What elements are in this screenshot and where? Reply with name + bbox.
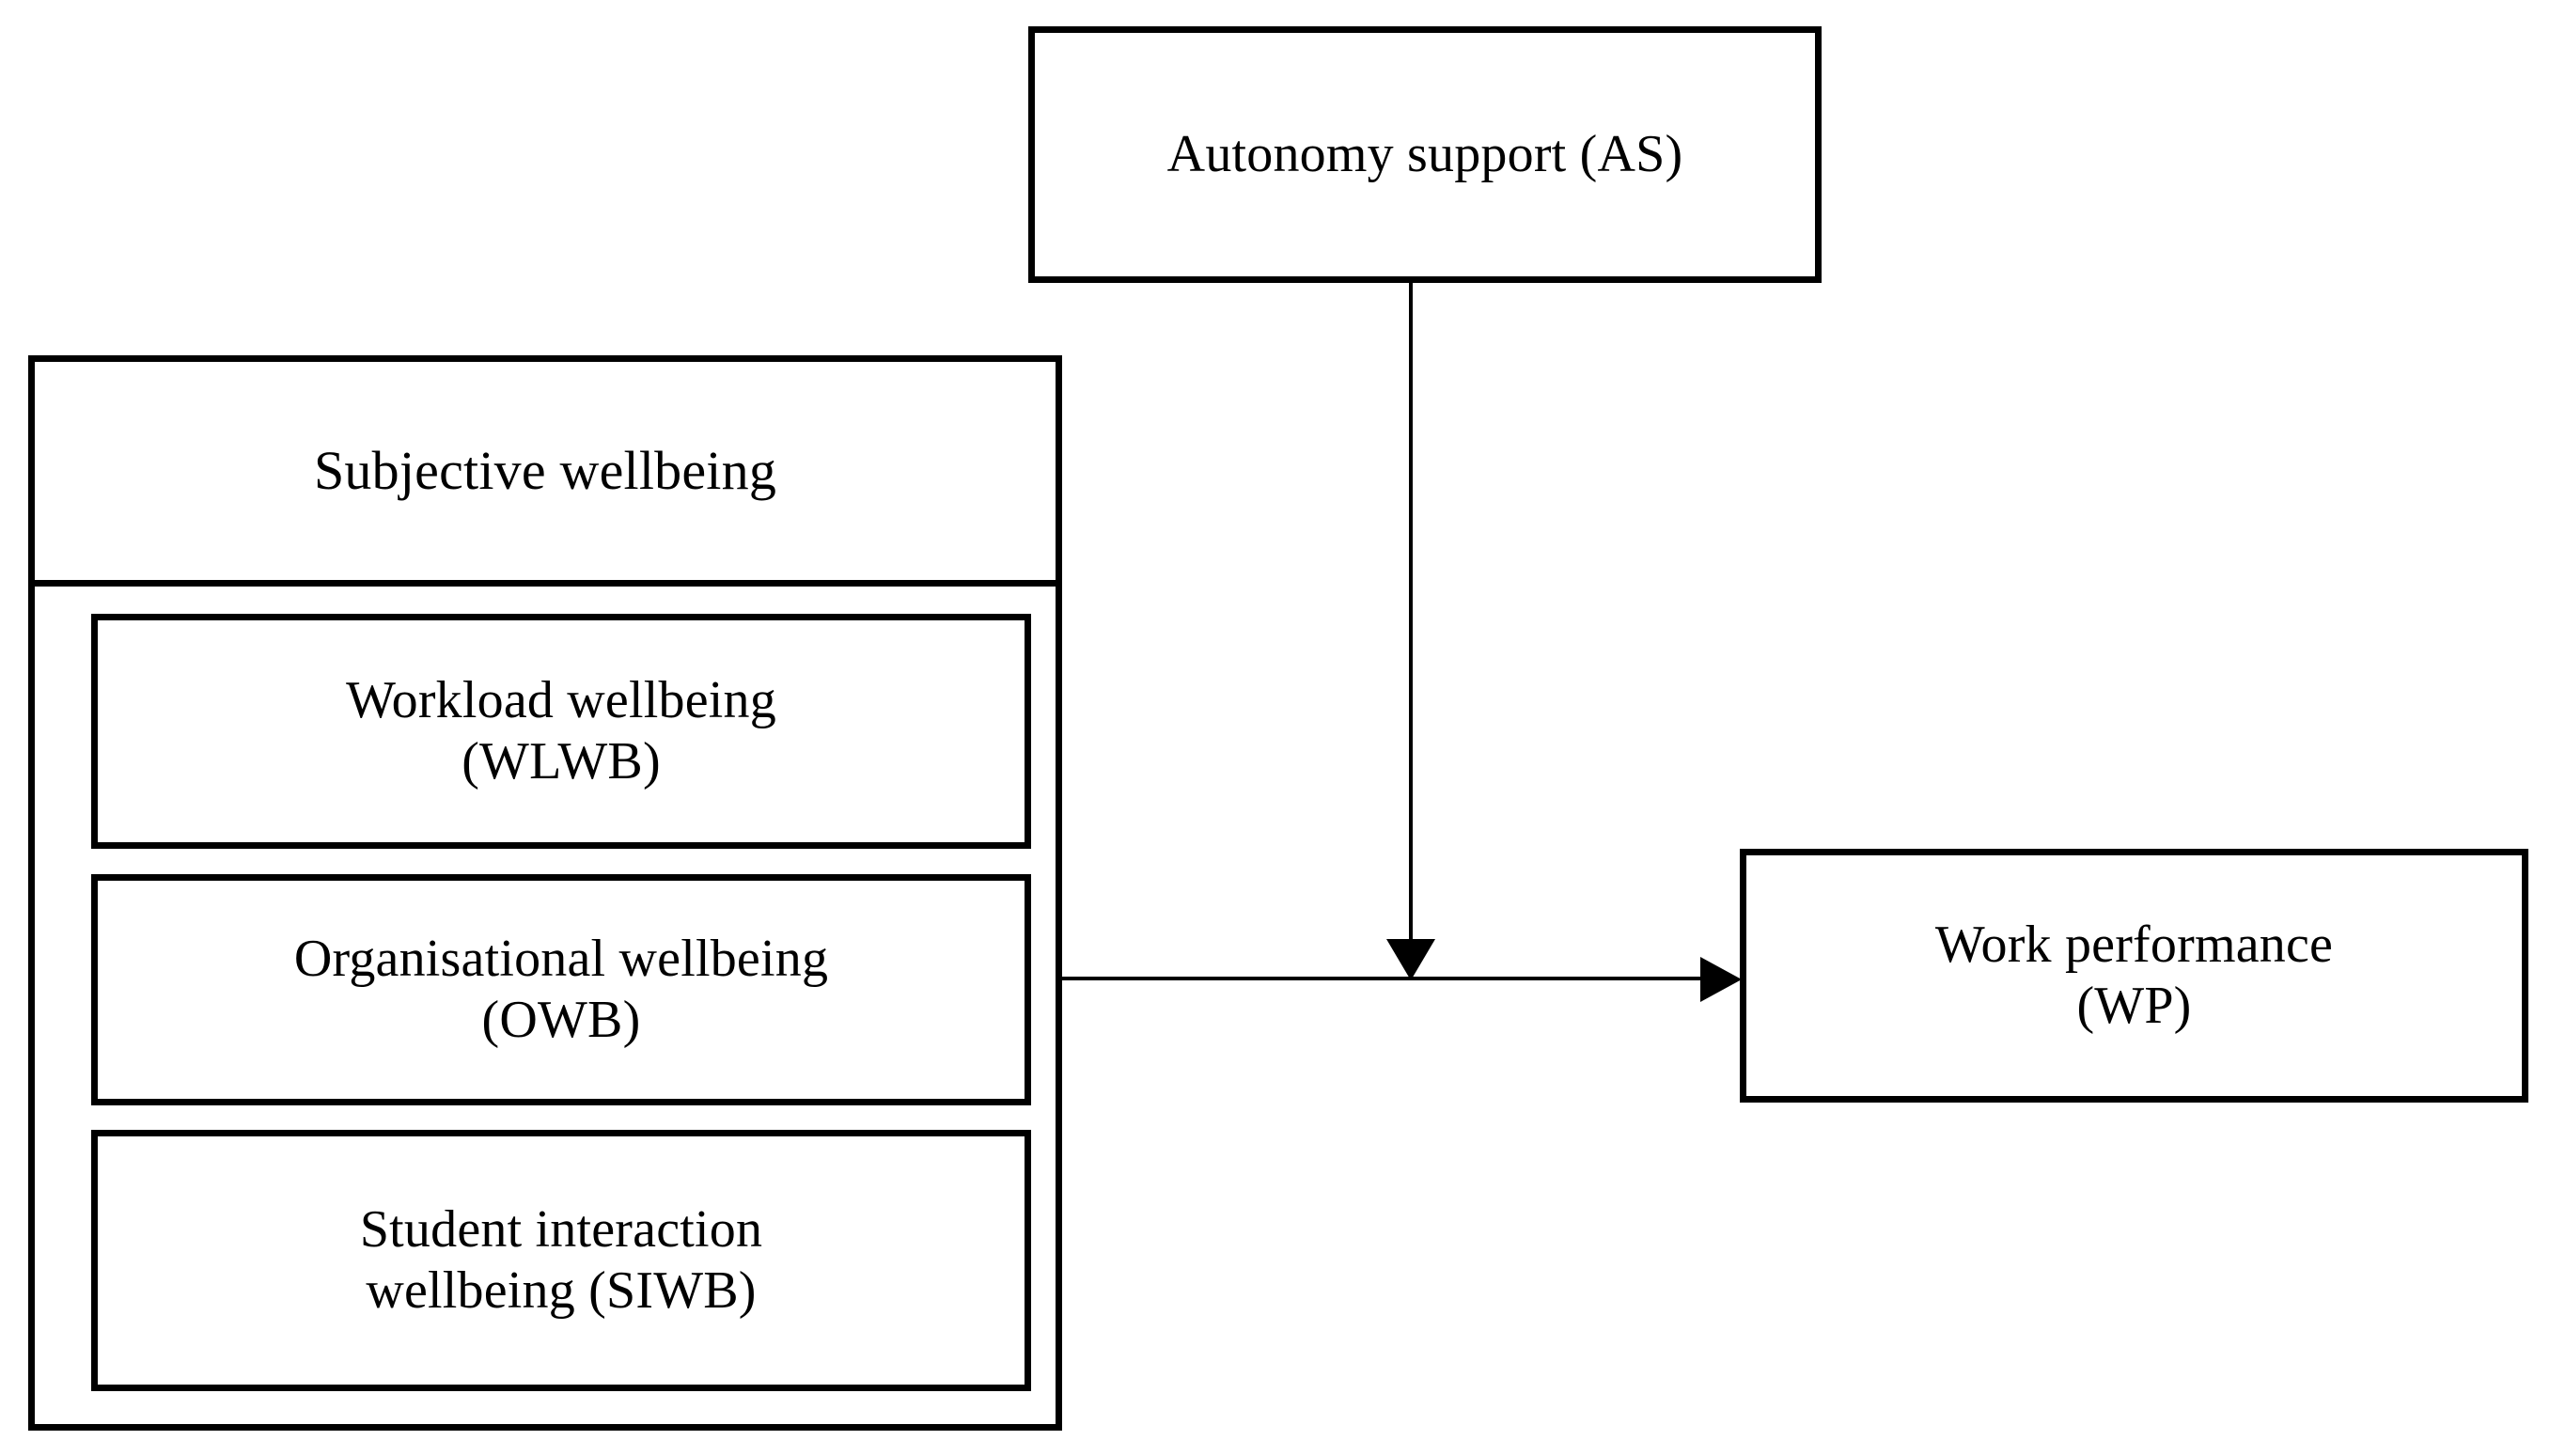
node-student-interaction-wellbeing: Student interaction wellbeing (SIWB) [91, 1130, 1031, 1391]
node-subjective-wellbeing-header: Subjective wellbeing [35, 362, 1056, 587]
edge-subjective-wellbeing-to-work-performance-line [1062, 977, 1712, 980]
edge-autonomy-support-to-work-performance-line [1409, 283, 1413, 945]
node-organisational-wellbeing-label: Organisational wellbeing (OWB) [293, 930, 829, 1049]
arrowhead-right-icon [1700, 957, 1742, 1002]
arrowhead-down-icon [1386, 939, 1435, 980]
node-subjective-wellbeing-container: Subjective wellbeing Workload wellbeing … [28, 355, 1062, 1431]
node-workload-wellbeing-label: Workload wellbeing (WLWB) [346, 671, 776, 791]
node-work-performance-label: Work performance (WP) [1934, 916, 2334, 1035]
node-autonomy-support-label: Autonomy support (AS) [1166, 125, 1683, 184]
node-subjective-wellbeing-label: Subjective wellbeing [313, 440, 777, 502]
node-autonomy-support: Autonomy support (AS) [1028, 26, 1822, 283]
node-work-performance: Work performance (WP) [1740, 849, 2528, 1103]
node-organisational-wellbeing: Organisational wellbeing (OWB) [91, 874, 1031, 1105]
node-student-interaction-wellbeing-label: Student interaction wellbeing (SIWB) [359, 1200, 763, 1320]
node-workload-wellbeing: Workload wellbeing (WLWB) [91, 614, 1031, 849]
